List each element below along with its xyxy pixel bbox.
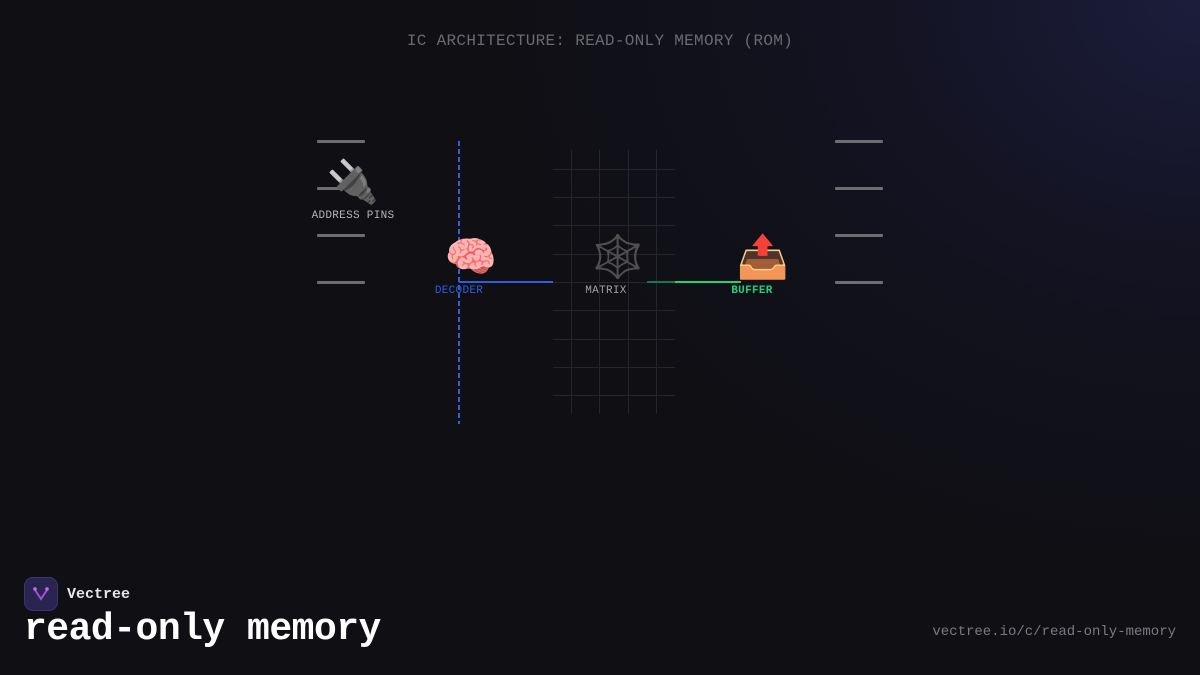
brand-name: Vectree [67, 585, 131, 603]
right-pin-1 [835, 140, 883, 143]
grid-line [553, 254, 675, 255]
node-label: DECODER [434, 285, 484, 297]
left-pin-3 [317, 234, 365, 237]
spider-web-icon: 🕸️ [591, 232, 645, 281]
brain-icon: 🧠 [444, 232, 498, 281]
electric-plug-icon: 🔌 [326, 157, 380, 206]
diagram-title: IC ARCHITECTURE: READ-ONLY MEMORY (ROM) [406, 32, 794, 50]
grid-line [553, 197, 675, 198]
matrix-output-bus-faded [647, 281, 675, 283]
node-matrix: 🕸️ MATRIX [568, 232, 668, 298]
left-pin-4 [317, 281, 365, 284]
node-label: ADDRESS PINS [311, 210, 395, 222]
right-pin-2 [835, 187, 883, 190]
outbox-tray-icon: 📤 [736, 232, 790, 281]
grid-line [553, 169, 675, 170]
node-address-pins: 🔌 ADDRESS PINS [303, 157, 403, 223]
right-pin-3 [835, 234, 883, 237]
left-pin-2 [317, 187, 365, 190]
node-buffer: 📤 BUFFER [713, 232, 813, 298]
node-label: MATRIX [585, 285, 627, 297]
grid-line [553, 367, 675, 368]
page-url[interactable]: vectree.io/c/read-only-memory [932, 624, 1176, 640]
grid-line [553, 310, 675, 311]
grid-line [553, 282, 675, 283]
vectree-logo-icon [24, 577, 58, 611]
right-pin-4 [835, 281, 883, 284]
grid-line [553, 395, 675, 396]
brand: Vectree [24, 577, 130, 611]
matrix-to-buffer-bus [675, 281, 741, 283]
node-decoder: 🧠 DECODER [421, 232, 521, 298]
decoder-to-matrix-bus [459, 281, 553, 283]
grid-line [553, 339, 675, 340]
grid-line [553, 225, 675, 226]
left-pin-1 [317, 140, 365, 143]
page-heading: read-only memory [24, 608, 381, 651]
node-label: BUFFER [731, 285, 773, 297]
